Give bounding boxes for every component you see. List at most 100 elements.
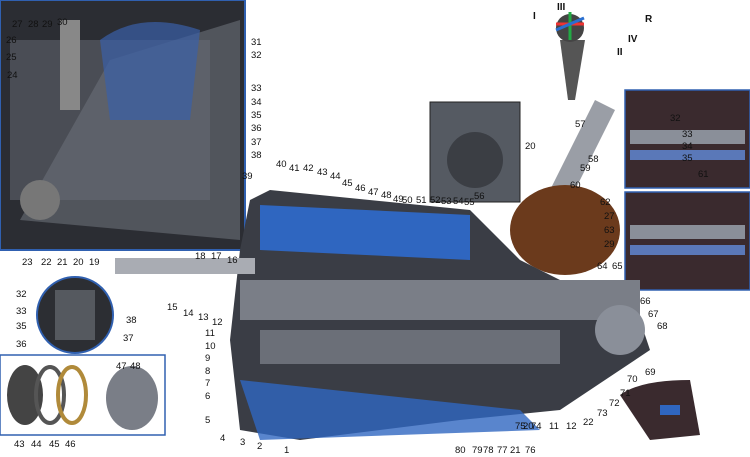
synchronizer-inset bbox=[0, 354, 166, 436]
callout-8: 8 bbox=[205, 366, 211, 377]
callout-73: 73 bbox=[597, 408, 608, 419]
callout-62: 62 bbox=[600, 197, 611, 208]
callout-38: 38 bbox=[126, 315, 137, 326]
callout-39: 39 bbox=[242, 171, 253, 182]
gear-position-III: III bbox=[557, 2, 566, 13]
callout-76: 76 bbox=[525, 445, 536, 456]
callout-21: 21 bbox=[510, 445, 521, 456]
callout-51: 51 bbox=[416, 195, 427, 206]
callout-7: 7 bbox=[205, 378, 211, 389]
callout-46: 46 bbox=[65, 439, 76, 450]
callout-41: 41 bbox=[289, 163, 300, 174]
callout-78: 78 bbox=[483, 445, 494, 456]
callout-40: 40 bbox=[276, 159, 287, 170]
callout-44: 44 bbox=[330, 171, 341, 182]
callout-45: 45 bbox=[342, 178, 353, 189]
callout-72: 72 bbox=[609, 398, 620, 409]
callout-77: 77 bbox=[497, 445, 508, 456]
callout-29: 29 bbox=[604, 239, 615, 250]
callout-20: 20 bbox=[73, 257, 84, 268]
callout-46: 46 bbox=[355, 183, 366, 194]
callout-65: 65 bbox=[612, 261, 623, 272]
callout-34: 34 bbox=[682, 141, 693, 152]
callout-68: 68 bbox=[657, 321, 668, 332]
callout-3: 3 bbox=[240, 437, 246, 448]
callout-32: 32 bbox=[251, 50, 262, 61]
callout-59: 59 bbox=[580, 163, 591, 174]
callout-10: 10 bbox=[205, 341, 216, 352]
callout-28: 28 bbox=[28, 19, 39, 30]
callout-56: 56 bbox=[474, 191, 485, 202]
detent-inset-top bbox=[624, 89, 750, 189]
callout-13: 13 bbox=[198, 312, 209, 323]
callout-20: 20 bbox=[523, 421, 534, 432]
callout-43: 43 bbox=[14, 439, 25, 450]
callout-33: 33 bbox=[16, 306, 27, 317]
callout-30: 30 bbox=[57, 17, 68, 28]
callout-31: 31 bbox=[251, 37, 262, 48]
callout-37: 37 bbox=[251, 137, 262, 148]
callout-37: 37 bbox=[123, 333, 134, 344]
callout-4: 4 bbox=[220, 433, 226, 444]
callout-67: 67 bbox=[648, 309, 659, 320]
callout-22: 22 bbox=[583, 417, 594, 428]
callout-32: 32 bbox=[16, 289, 27, 300]
callout-12: 12 bbox=[212, 317, 223, 328]
callout-45: 45 bbox=[49, 439, 60, 450]
gear-position-I: I bbox=[533, 11, 536, 22]
callout-49: 49 bbox=[393, 194, 404, 205]
callout-47: 47 bbox=[116, 361, 127, 372]
callout-55: 55 bbox=[464, 197, 475, 208]
callout-6: 6 bbox=[205, 391, 211, 402]
callout-80: 80 bbox=[455, 445, 466, 456]
callout-22: 22 bbox=[41, 257, 52, 268]
callout-14: 14 bbox=[183, 308, 194, 319]
callout-58: 58 bbox=[588, 154, 599, 165]
callout-57: 57 bbox=[575, 119, 586, 130]
callout-74: 74 bbox=[531, 421, 542, 432]
gear-position-IV: IV bbox=[628, 34, 638, 45]
callout-20: 20 bbox=[525, 141, 536, 152]
callout-16: 16 bbox=[227, 255, 238, 266]
callout-33: 33 bbox=[682, 129, 693, 140]
callout-18: 18 bbox=[195, 251, 206, 262]
callout-36: 36 bbox=[16, 339, 27, 350]
callout-15: 15 bbox=[167, 302, 178, 313]
callout-35: 35 bbox=[16, 321, 27, 332]
detent-circle-inset bbox=[36, 276, 114, 354]
callout-29: 29 bbox=[42, 19, 53, 30]
callout-36: 36 bbox=[251, 123, 262, 134]
callout-19: 19 bbox=[89, 257, 100, 268]
callout-43: 43 bbox=[317, 167, 328, 178]
callout-54: 54 bbox=[453, 196, 464, 207]
callout-32: 32 bbox=[670, 113, 681, 124]
callout-75: 75 bbox=[515, 421, 526, 432]
callout-66: 66 bbox=[640, 296, 651, 307]
callout-12: 12 bbox=[566, 421, 577, 432]
callout-79: 79 bbox=[472, 445, 483, 456]
callout-23: 23 bbox=[22, 257, 33, 268]
detent-inset-bottom bbox=[624, 191, 750, 291]
callout-44: 44 bbox=[31, 439, 42, 450]
callout-64: 64 bbox=[597, 261, 608, 272]
callout-52: 52 bbox=[430, 195, 441, 206]
callout-61: 61 bbox=[698, 169, 709, 180]
callout-53: 53 bbox=[441, 196, 452, 207]
callout-1: 1 bbox=[284, 445, 290, 456]
callout-35: 35 bbox=[682, 153, 693, 164]
gearbox-housing bbox=[115, 190, 650, 440]
callout-47: 47 bbox=[368, 187, 379, 198]
callout-27: 27 bbox=[604, 211, 615, 222]
callout-50: 50 bbox=[402, 195, 413, 206]
callout-34: 34 bbox=[251, 97, 262, 108]
callout-5: 5 bbox=[205, 415, 211, 426]
callout-11: 11 bbox=[205, 328, 215, 339]
callout-48: 48 bbox=[381, 190, 392, 201]
gear-shift-mechanism-inset bbox=[0, 0, 246, 251]
callout-63: 63 bbox=[604, 225, 615, 236]
callout-38: 38 bbox=[251, 150, 262, 161]
callout-17: 17 bbox=[211, 251, 222, 262]
callout-60: 60 bbox=[570, 180, 581, 191]
